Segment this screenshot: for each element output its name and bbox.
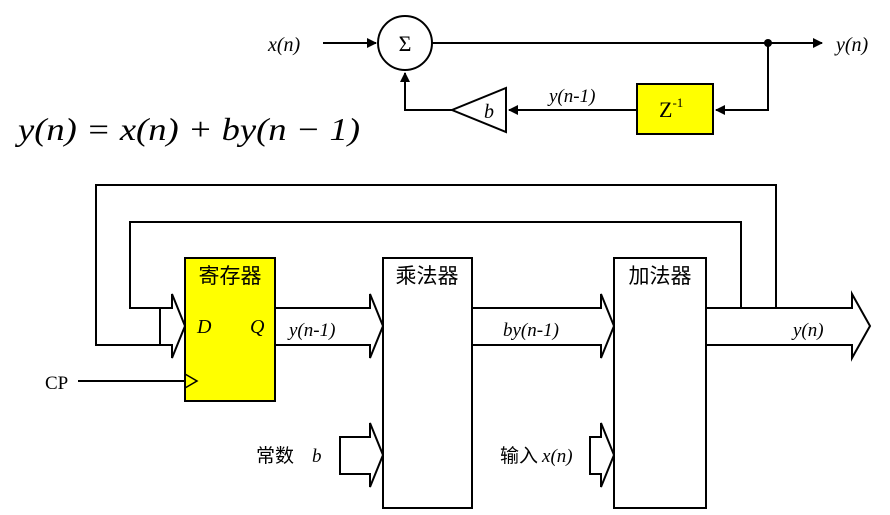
feedback-wire — [715, 43, 769, 115]
register-d-pin: D — [196, 316, 212, 338]
clock-triangle — [184, 373, 199, 389]
constant-var: b — [312, 446, 322, 467]
delay-block — [636, 83, 714, 135]
feedback-label: y(n-1) — [547, 86, 595, 107]
product-label: by(n-1) — [503, 320, 559, 341]
outer-feedback-wire — [95, 184, 777, 346]
input-x-var: x(n) — [541, 446, 573, 467]
multiplier-title: 乘法器 — [396, 264, 459, 288]
adder-output-arrow — [705, 290, 872, 362]
sum-symbol: Σ — [399, 31, 412, 56]
adder-title: 加法器 — [629, 264, 692, 288]
top-output-label: y(n) — [834, 34, 869, 56]
input-x-arrow — [589, 422, 616, 488]
gain-triangle — [449, 86, 507, 134]
gain-label: b — [484, 101, 494, 123]
delay-label: Z-1 — [659, 95, 683, 122]
top-signal-flow: x(n) Σ y(n) Z-1 y(n-1) b — [267, 15, 869, 135]
difference-equation: y(n) = x(n) + by(n − 1) — [15, 111, 360, 147]
inner-feedback-wire — [129, 221, 742, 309]
gain-to-sum-wire — [400, 72, 452, 111]
adder-block — [613, 257, 707, 509]
clock-label: CP — [45, 373, 68, 394]
delay-exponent: -1 — [672, 95, 683, 110]
register-title: 寄存器 — [199, 264, 262, 288]
register-input-arrow — [159, 293, 187, 359]
top-input-label: x(n) — [267, 34, 301, 56]
adder-output-label: y(n) — [791, 320, 824, 341]
q-output-label: y(n-1) — [287, 320, 335, 341]
product-arrow — [471, 293, 616, 359]
register-q-pin: Q — [250, 316, 265, 338]
multiplier-block — [382, 257, 473, 509]
constant-arrow — [339, 422, 385, 488]
q-output-arrow — [274, 293, 385, 359]
